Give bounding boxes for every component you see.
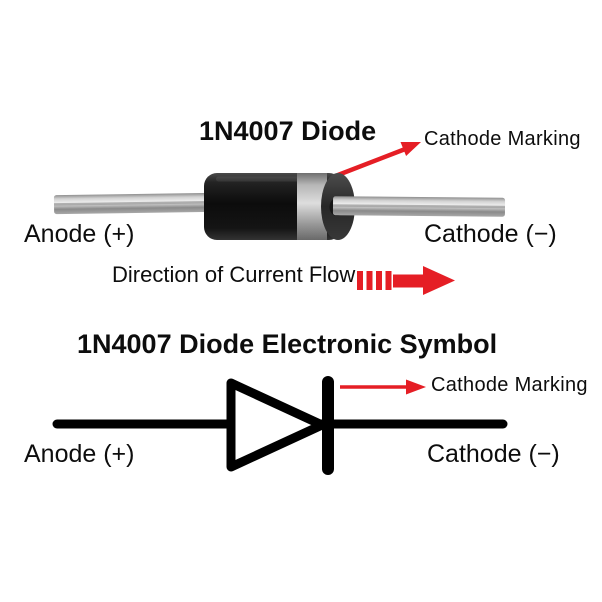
bottom-anode-label: Anode (+) — [24, 440, 135, 468]
current-flow-label: Direction of Current Flow — [112, 262, 356, 287]
current-flow-arrow-icon — [357, 266, 455, 295]
diode-symbol-illustration — [52, 376, 508, 475]
cathode-lead — [332, 196, 506, 217]
top-cathode-marking-label: Cathode Marking — [424, 128, 581, 150]
diode-component-illustration — [53, 173, 506, 240]
top-anode-label: Anode (+) — [24, 220, 135, 248]
anode-lead — [53, 192, 215, 215]
bottom-title: 1N4007 Diode Electronic Symbol — [77, 329, 498, 359]
symbol-anode-triangle — [226, 378, 327, 472]
cathode-marking-arrow-icon — [335, 142, 421, 178]
top-cathode-label: Cathode (−) — [424, 220, 557, 248]
top-title: 1N4007 Diode — [199, 116, 377, 146]
symbol-cathode-marking-arrow-icon — [340, 379, 426, 395]
bottom-cathode-label: Cathode (−) — [427, 440, 560, 468]
bottom-cathode-marking-label: Cathode Marking — [431, 374, 588, 396]
